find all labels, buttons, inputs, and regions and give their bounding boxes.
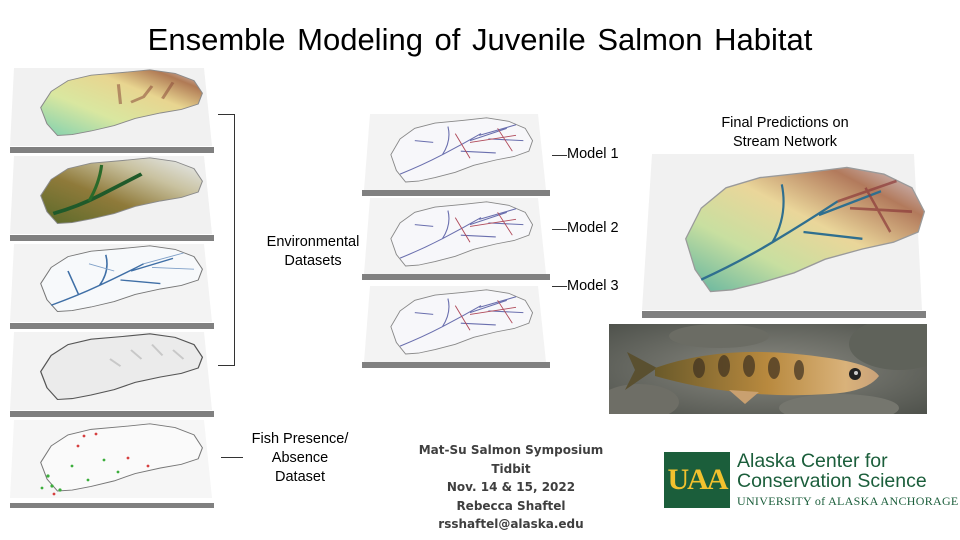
credits-block: Mat-Su Salmon Symposium Tidbit Nov. 14 &… <box>398 441 624 534</box>
model-3-connector <box>552 286 567 287</box>
model-2-connector <box>552 229 567 230</box>
fish-label-line1: Fish Presence/ <box>251 431 349 447</box>
environmental-label-line1: Environmental <box>266 234 360 250</box>
logo-line1: Alaska Center for <box>737 450 888 472</box>
credits-author: Rebecca Shaftel <box>456 498 566 513</box>
fish-presence-layer <box>8 416 214 508</box>
model-map-3 <box>360 284 552 370</box>
uaa-logo-mark: UAA <box>664 452 730 508</box>
credits-dates: Nov. 14 & 15, 2022 <box>446 480 576 494</box>
environmental-bracket <box>218 114 235 366</box>
final-label: Final Predictions on Stream Network <box>700 114 870 152</box>
environmental-layer-elevation <box>8 64 214 156</box>
slide-title: Ensemble Modeling of Juvenile Salmon Hab… <box>147 22 813 57</box>
final-label-line1: Final Predictions on <box>721 115 849 131</box>
logo-line2: Conservation Science <box>737 470 927 492</box>
model-3-label: Model 3 <box>567 278 619 294</box>
fish-label-line3: Dataset <box>275 469 325 485</box>
final-prediction-map <box>640 152 930 322</box>
fish-label: Fish Presence/ Absence Dataset <box>238 430 362 487</box>
credits-email[interactable]: rsshaftel@alaska.edu <box>438 517 584 531</box>
environmental-layer-streams <box>8 240 214 332</box>
model-map-2 <box>360 196 552 282</box>
fish-label-connector <box>221 457 243 458</box>
environmental-layer-hillshade <box>8 328 214 420</box>
environmental-layer-landcover <box>8 152 214 244</box>
juvenile-salmon-photo <box>609 324 927 414</box>
environmental-label-line2: Datasets <box>284 253 342 269</box>
model-map-1 <box>360 112 552 198</box>
model-1-label: Model 1 <box>567 146 619 162</box>
model-2-label: Model 2 <box>567 220 619 236</box>
model-1-connector <box>552 155 567 156</box>
final-label-line2: Stream Network <box>733 134 837 150</box>
fish-label-line2: Absence <box>271 450 329 466</box>
logo-university: UNIVERSITY of ALASKA ANCHORAGE <box>737 494 959 508</box>
environmental-label: Environmental Datasets <box>238 233 388 271</box>
credits-event: Mat-Su Salmon Symposium Tidbit <box>418 443 604 476</box>
